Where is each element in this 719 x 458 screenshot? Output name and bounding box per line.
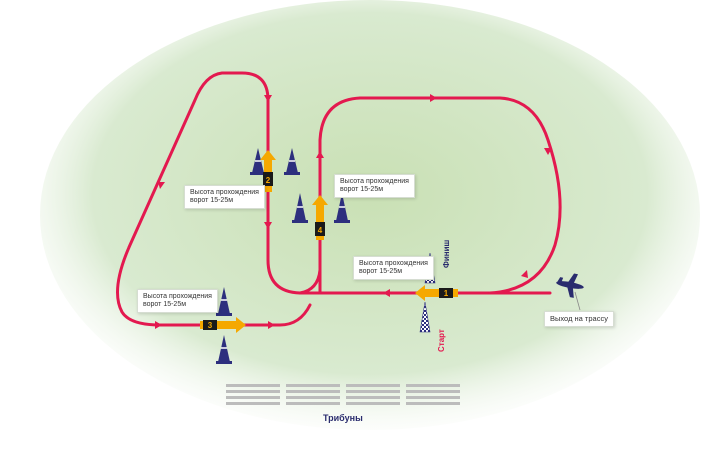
pylon-cone-icon (334, 193, 350, 223)
arrow-icon (430, 94, 437, 102)
airfield-background (40, 0, 700, 430)
arrow-icon (544, 148, 552, 155)
entry-callout: Выход на трассу (544, 311, 614, 327)
callout-line: Высота прохождения (359, 260, 428, 267)
callout-line: Высота прохождения (190, 189, 259, 196)
direction-arrows (155, 94, 552, 329)
callout-line: ворот 15-25м (143, 301, 187, 308)
gate-height-callout: Высота прохождения ворот 15-25м (353, 256, 434, 280)
arrow-icon (264, 95, 272, 102)
arrow-icon (521, 270, 528, 278)
gate-4: 4 (312, 195, 328, 240)
pylon-cone-icon (250, 148, 266, 175)
gate-number: 1 (444, 289, 449, 298)
callout-line: ворот 15-25м (359, 268, 403, 275)
entry-pointer-line (574, 291, 581, 311)
gates: 1 2 3 4 (200, 150, 458, 333)
arrow-icon (155, 321, 162, 329)
callout-line: Высота прохождения (340, 178, 409, 185)
gate-number: 3 (208, 321, 213, 330)
gate-number: 2 (266, 176, 271, 185)
pylon-cone-icon (292, 193, 308, 223)
arrow-icon (158, 182, 165, 189)
gate-1: 1 (415, 285, 458, 301)
finish-label: Финиш (442, 239, 451, 268)
track-left-loop (116, 71, 312, 327)
pylons (216, 148, 350, 364)
entry-label: Выход на трассу (550, 314, 608, 323)
callout-line: ворот 15-25м (340, 186, 384, 193)
start-label: Старт (437, 329, 446, 352)
arrow-icon (264, 222, 272, 229)
gate-2: 2 (260, 150, 276, 192)
gate-height-callout: Высота прохождения ворот 15-25м (137, 289, 218, 313)
arrow-icon (268, 321, 275, 329)
pylon-cone-icon (284, 148, 300, 175)
pylon-cone-icon (216, 335, 232, 364)
gate-height-callout: Высота прохождения ворот 15-25м (334, 174, 415, 198)
gate-number: 4 (318, 226, 323, 235)
gate-3: 3 (200, 317, 246, 333)
callout-line: Высота прохождения (143, 293, 212, 300)
checkered-flag-icon (419, 301, 431, 333)
arrow-icon (383, 289, 390, 297)
arrow-icon (316, 151, 324, 158)
stands-label: Трибуны (323, 413, 363, 423)
grandstands (226, 384, 460, 405)
pylon-cone-icon (216, 287, 232, 316)
callout-line: ворот 15-25м (190, 197, 234, 204)
airplane-icon (556, 273, 584, 298)
gate-height-callout: Высота прохождения ворот 15-25м (184, 185, 265, 209)
